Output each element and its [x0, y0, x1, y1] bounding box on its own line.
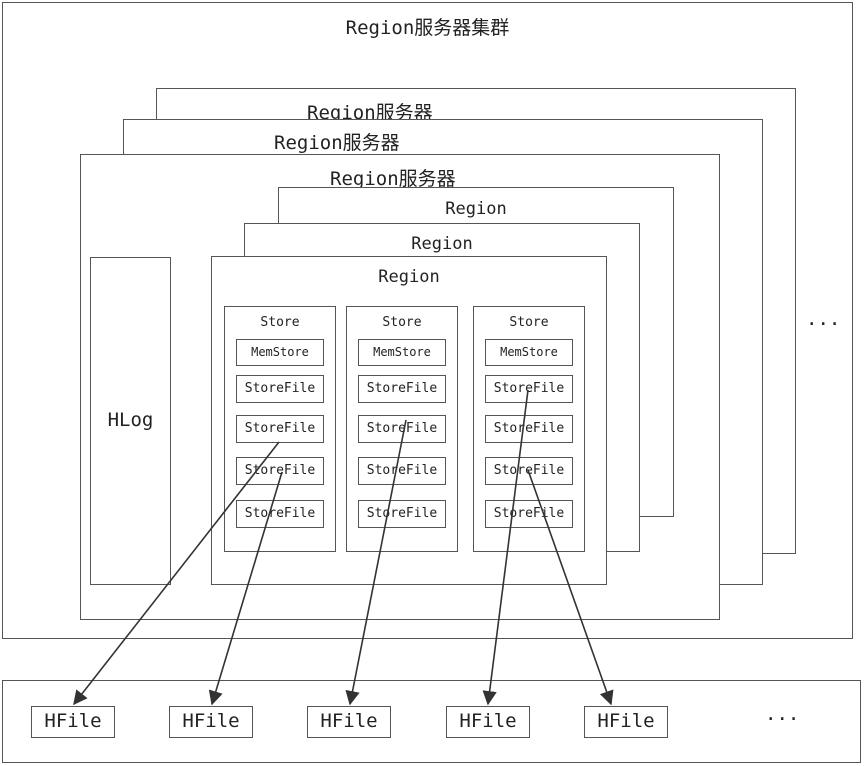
memstore: MemStore	[485, 339, 573, 366]
cluster-title: Region服务器集群	[345, 17, 510, 39]
region-server-title: Region服务器	[307, 102, 433, 124]
storefile: StoreFile	[358, 457, 446, 485]
storefile: StoreFile	[485, 457, 573, 485]
store-2: Store MemStore StoreFile StoreFile Store…	[346, 306, 458, 552]
hlog-box: HLog	[90, 257, 171, 585]
hlog-label: HLog	[107, 409, 154, 431]
storefile: StoreFile	[485, 415, 573, 443]
storefile: StoreFile	[236, 500, 324, 528]
hfile-box: HFile	[169, 706, 253, 738]
storefile: StoreFile	[236, 375, 324, 403]
hdfs-ellipsis: ···	[765, 708, 800, 730]
region-title: Region	[445, 199, 507, 219]
storefile: StoreFile	[236, 457, 324, 485]
store-1: Store MemStore StoreFile StoreFile Store…	[224, 306, 336, 552]
hfile-box: HFile	[446, 706, 530, 738]
region-title: Region	[378, 267, 440, 287]
memstore: MemStore	[358, 339, 446, 366]
storefile: StoreFile	[358, 500, 446, 528]
region-server-title: Region服务器	[274, 132, 400, 154]
store-title: Store	[260, 315, 300, 330]
hdfs-box: HFile HFile HFile HFile HFile ···	[2, 680, 861, 763]
storefile: StoreFile	[236, 415, 324, 443]
store-title: Store	[382, 315, 422, 330]
memstore: MemStore	[236, 339, 324, 366]
storefile: StoreFile	[485, 375, 573, 403]
cluster-ellipsis: ···	[806, 313, 841, 335]
store-3: Store MemStore StoreFile StoreFile Store…	[473, 306, 585, 552]
hfile-box: HFile	[31, 706, 115, 738]
store-title: Store	[509, 315, 549, 330]
region-server-title: Region服务器	[330, 168, 456, 190]
storefile: StoreFile	[485, 500, 573, 528]
hfile-box: HFile	[584, 706, 668, 738]
region-title: Region	[411, 234, 473, 254]
hfile-box: HFile	[307, 706, 391, 738]
storefile: StoreFile	[358, 415, 446, 443]
storefile: StoreFile	[358, 375, 446, 403]
